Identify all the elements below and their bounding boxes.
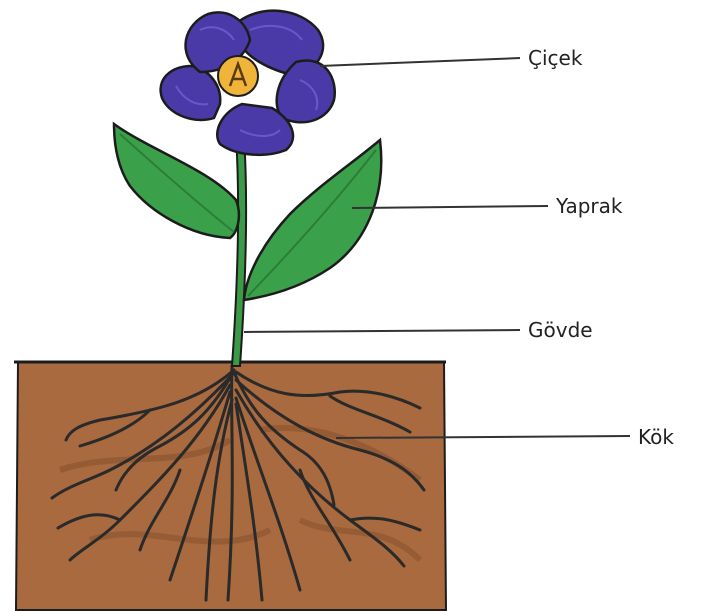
leaf-leader-line [352, 206, 548, 208]
flower-center [218, 56, 258, 96]
stem [232, 136, 246, 366]
flower-label: Çiçek [528, 46, 583, 70]
right-leaf [244, 140, 381, 300]
leaf-label: Yaprak [555, 194, 623, 218]
stem-label: Gövde [528, 318, 593, 342]
root-label: Kök [638, 425, 674, 449]
flower-leader-line [320, 58, 520, 66]
stem-leader-line [244, 330, 520, 332]
